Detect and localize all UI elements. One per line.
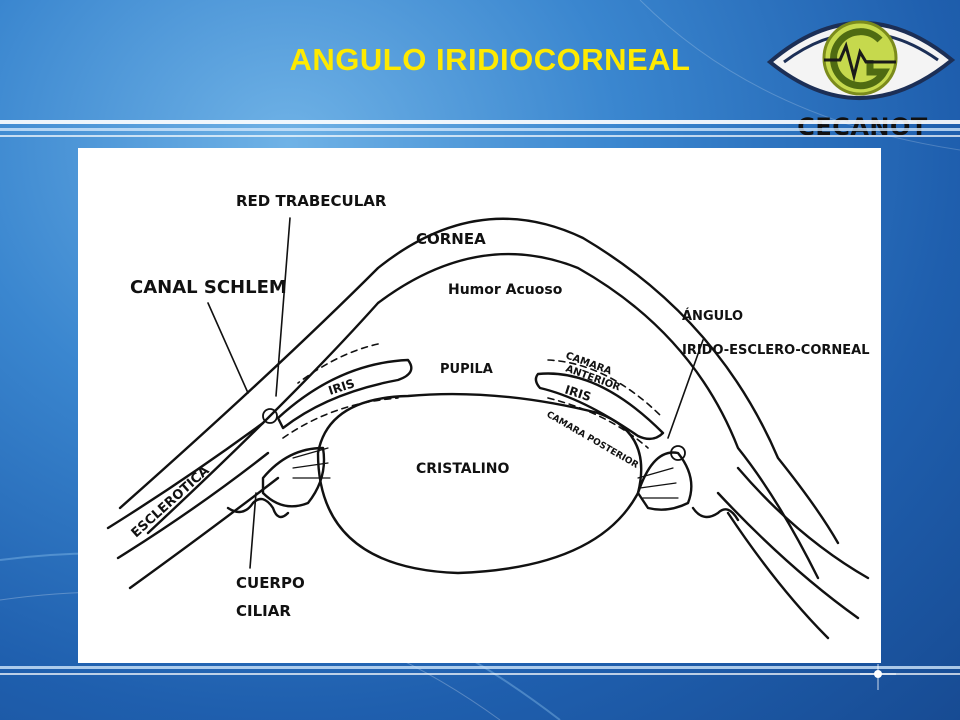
iris-right-shape [534,372,665,441]
zonule-fibers-left [292,447,331,479]
lens-outline [316,392,643,575]
zonule-fibers-right [637,467,679,499]
label-esclerotica: ESCLEROTICA [129,463,213,541]
trabecular-meshwork-left [262,408,278,424]
label-angulo-line1: ÁNGULO [682,308,743,324]
leader-cuerpo-ciliar [249,492,257,569]
leader-angulo [667,339,704,439]
sclera-band-right-3 [726,511,830,640]
ciliary-wave-left [226,497,290,519]
flow-arrow-left-lower [282,397,399,439]
sclera-band-right-1 [736,466,870,580]
sclera-band-left-1 [106,421,265,530]
label-cristalino: CRISTALINO [416,461,509,477]
eye-icon [766,20,956,100]
flow-arrow-right-lower [547,397,649,449]
cornea-inner-line [146,252,820,580]
leader-canal-schlem [207,302,249,394]
bottom-divider [0,664,960,690]
top-divider [0,120,960,137]
label-cuerpo-line1: CUERPO [236,574,305,592]
label-cuerpo-line2: CILIAR [236,602,291,620]
cornea-outer-line [118,217,840,545]
flow-arrow-left-upper [297,343,379,384]
ciliary-wave-right [691,506,740,522]
label-canal-schlem: CANAL SCHLEM [130,277,287,298]
label-angulo-line2: IRIDO-ESCLERO-CORNEAL [682,343,870,358]
trabecular-meshwork-right [670,445,686,461]
eye-diagram-drawing: RED TRABECULAR CORNEA CANAL SCHLEM Humor… [106,192,870,640]
label-camara-posterior: CAMARA POSTERIOR [545,410,640,471]
ciliary-body-right [636,451,693,511]
label-red-trabecular: RED TRABECULAR [236,192,387,210]
slide-title: ANGULO IRIDIOCORNEAL [289,42,691,77]
ciliary-body-left [261,446,326,508]
eye-diagram: RED TRABECULAR CORNEA CANAL SCHLEM Humor… [78,148,881,663]
label-humor-acuoso: Humor Acuoso [448,282,563,298]
sclera-band-left-2 [116,451,270,560]
label-cornea: CORNEA [416,230,486,248]
iris-left-shape [276,358,413,430]
flow-arrow-right-upper [547,359,664,419]
leader-red-trabecular [275,217,291,397]
label-pupila: PUPILA [440,362,493,377]
sclera-band-right-2 [716,491,860,620]
